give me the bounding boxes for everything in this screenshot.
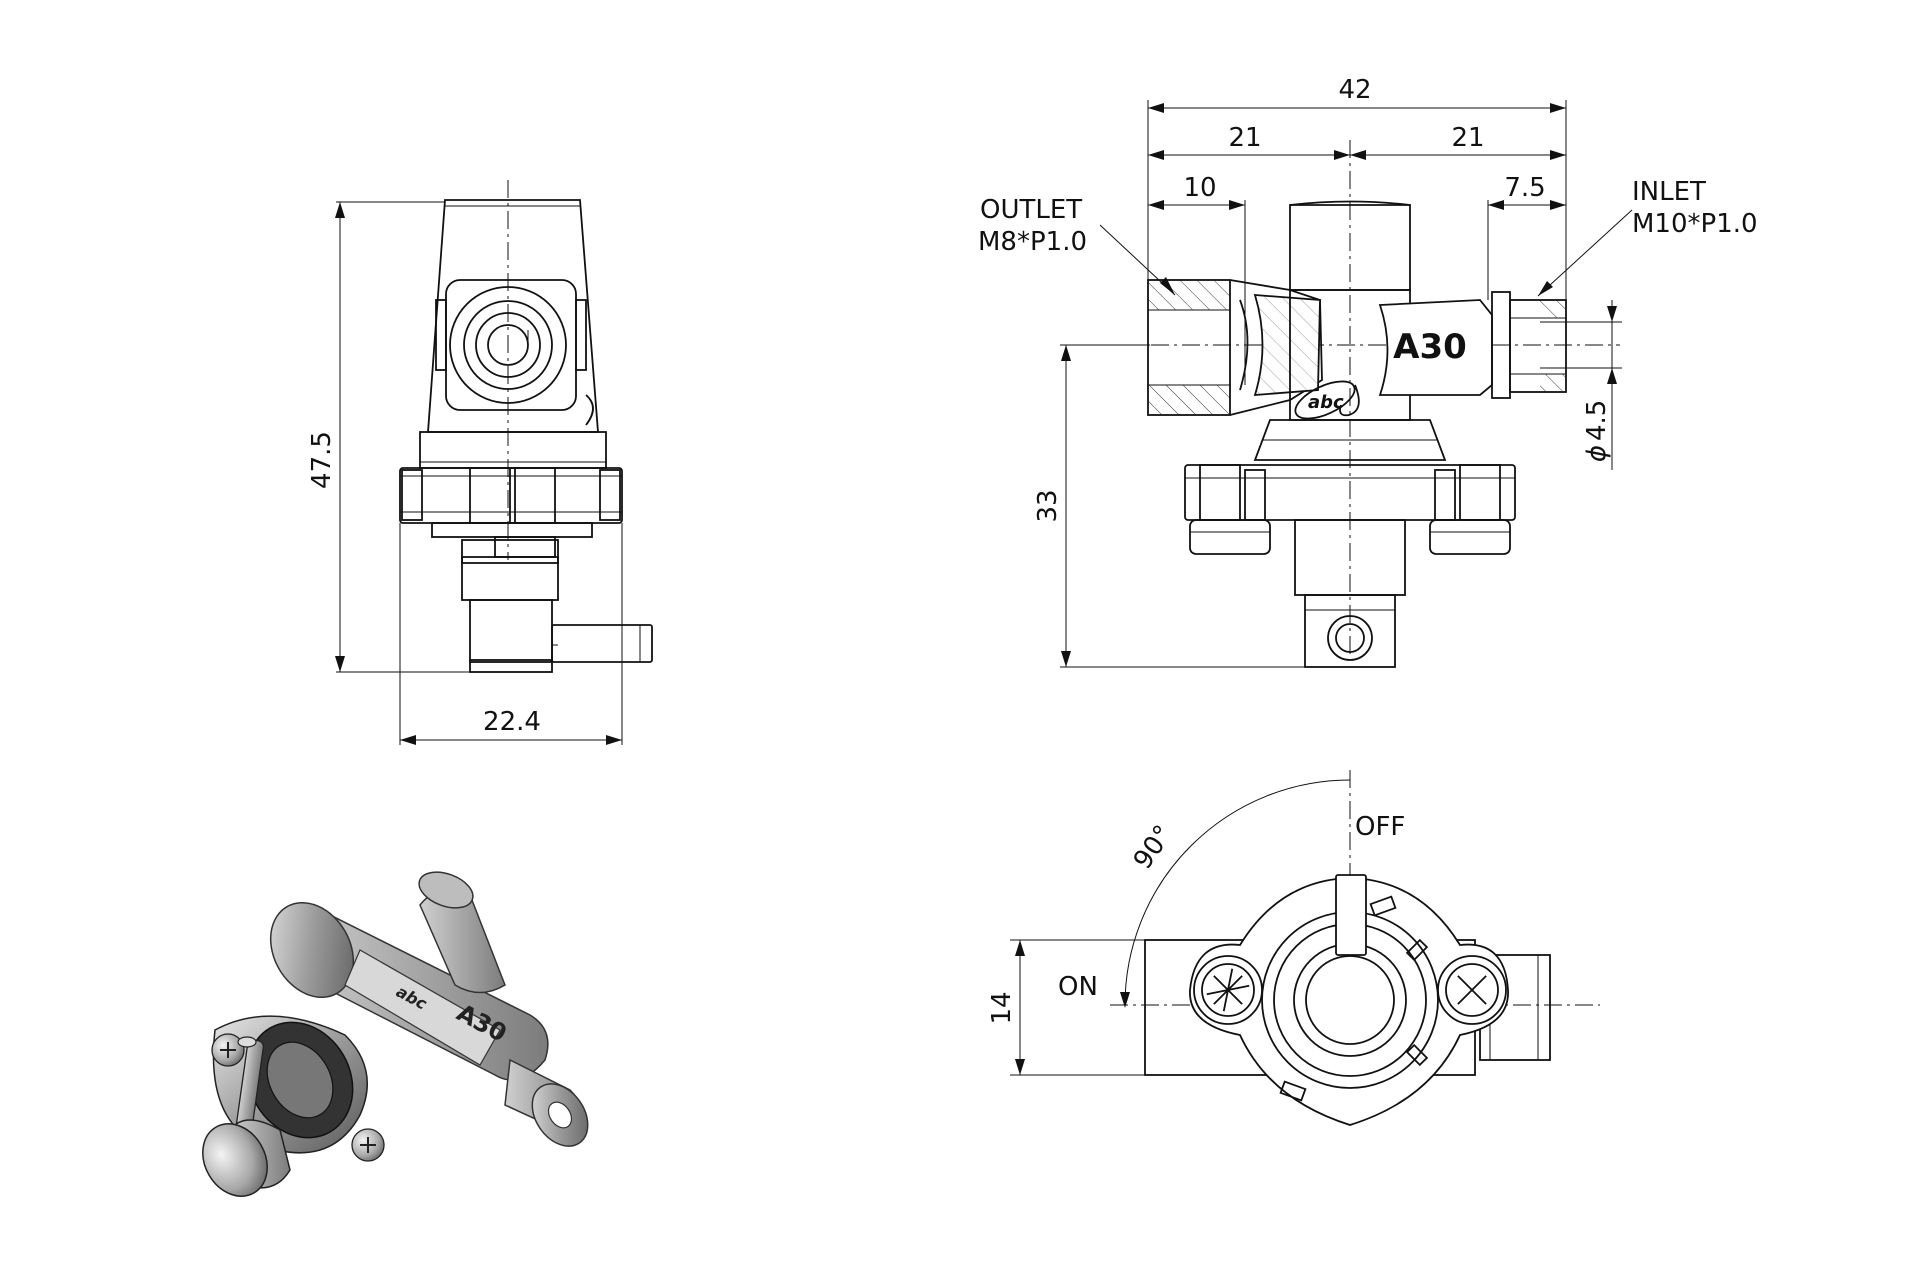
off-label: OFF [1355, 812, 1405, 842]
bore-symbol: ϕ [1582, 445, 1612, 462]
height-overall-label: 47.5 [307, 431, 337, 489]
half-right-label: 21 [1451, 123, 1484, 153]
height-axis-label: 33 [1033, 489, 1063, 522]
half-left-label: 21 [1228, 123, 1261, 153]
isometric-render: A30 abc [202, 871, 589, 1197]
model-mark: A30 [1393, 327, 1467, 367]
width-front-label: 22.4 [483, 707, 541, 737]
brand-logo: abc [1294, 380, 1360, 420]
side-view: A30 abc [978, 75, 1758, 668]
inlet-length-label: 7.5 [1504, 173, 1545, 203]
inlet-thread: M10*P1.0 [1632, 209, 1758, 239]
rotation-angle-label: 90° [1128, 820, 1179, 875]
inlet-bore-label: 4.5 [1582, 400, 1612, 441]
front-view: 47.5 22.4 [307, 180, 653, 745]
outlet-title: OUTLET [980, 195, 1082, 225]
inlet-title: INLET [1632, 177, 1706, 207]
outlet-thread: M8*P1.0 [978, 227, 1087, 257]
handle-offset-label: 14 [987, 991, 1017, 1024]
length-overall-label: 42 [1338, 75, 1371, 105]
on-label: ON [1058, 972, 1098, 1002]
bottom-view: 90° OFF ON 14 [987, 770, 1600, 1126]
svg-text:abc: abc [1308, 392, 1344, 413]
outlet-length-label: 10 [1183, 173, 1216, 203]
